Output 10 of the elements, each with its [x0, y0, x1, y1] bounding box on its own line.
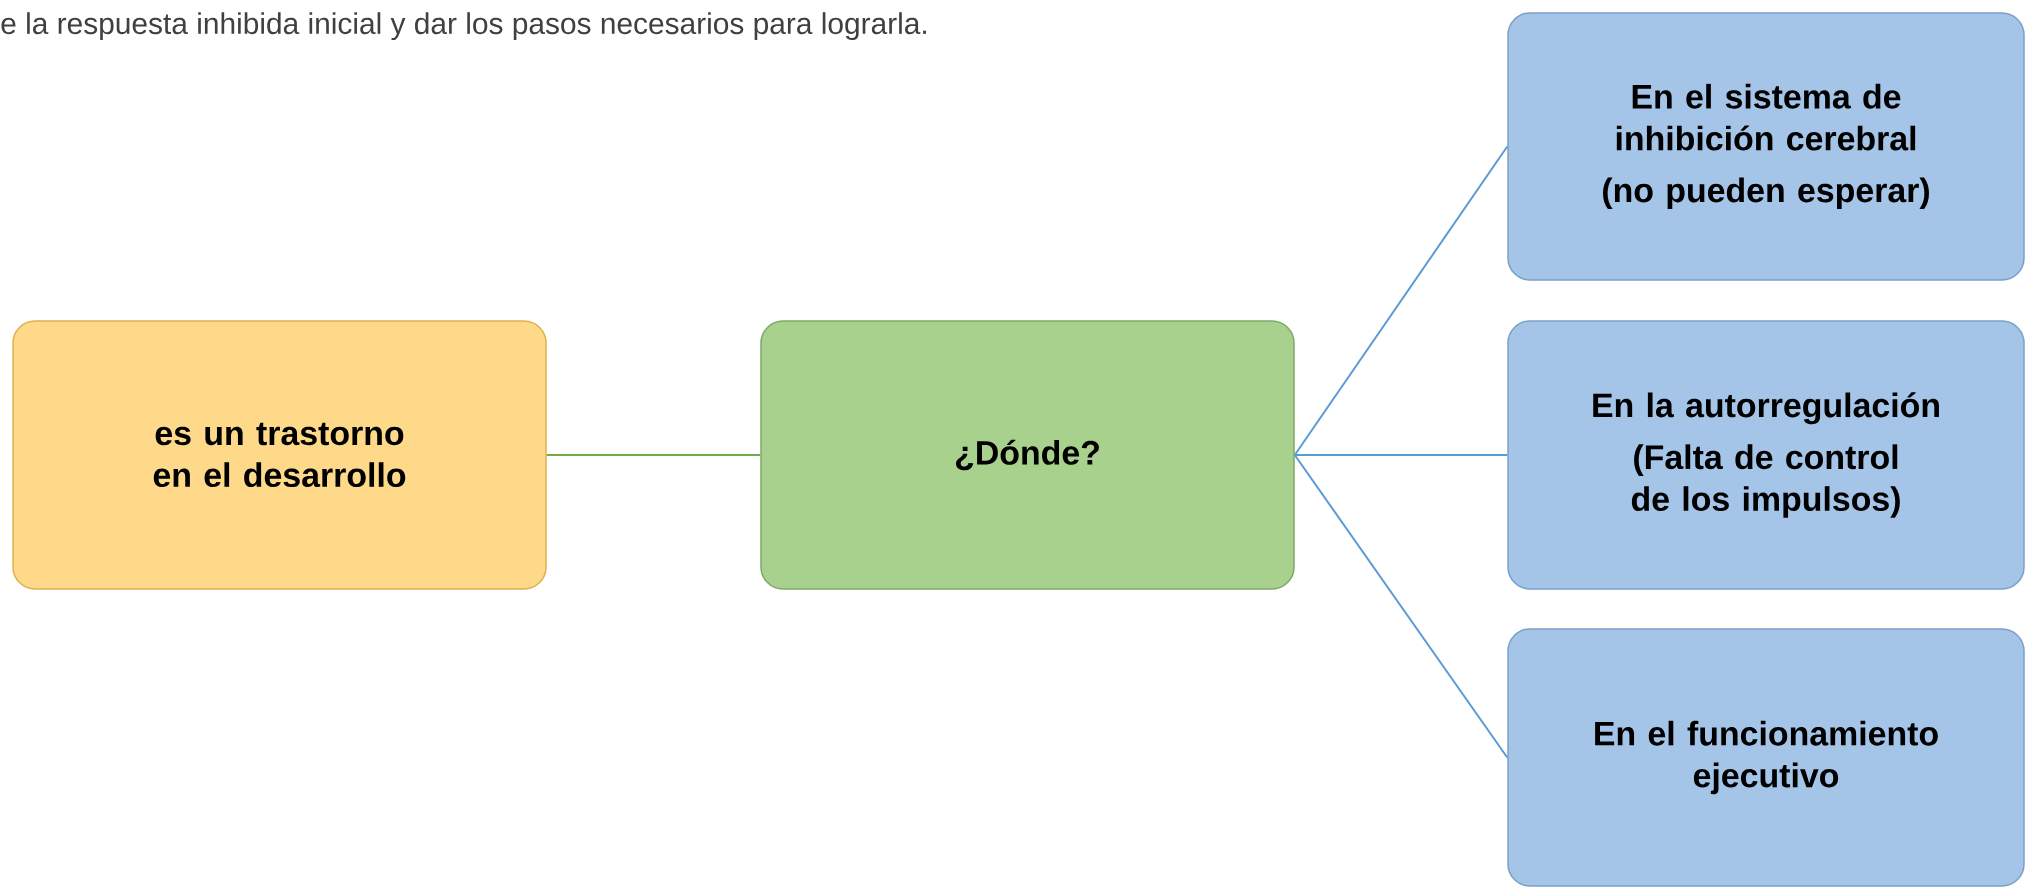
process-box: es un trastorno en el desarrollo — [12, 320, 547, 590]
process-box: En el funcionamiento ejecutivo — [1507, 628, 2025, 887]
process-box: ¿Dónde? — [760, 320, 1295, 590]
connector-line — [545, 454, 762, 456]
connector-line — [1293, 145, 1509, 456]
connector-line — [1293, 454, 1509, 456]
connector-line — [1293, 454, 1509, 759]
process-box: En la autorregulación (Falta de control de los impulsos) — [1507, 320, 2025, 590]
note-text: e la respuesta inhibida inicial y dar los pasos necesarios para lograrla. — [1, 12, 926, 41]
process-box: En el sistema de inhibición cerebral (no pueden esperar) — [1507, 12, 2025, 281]
